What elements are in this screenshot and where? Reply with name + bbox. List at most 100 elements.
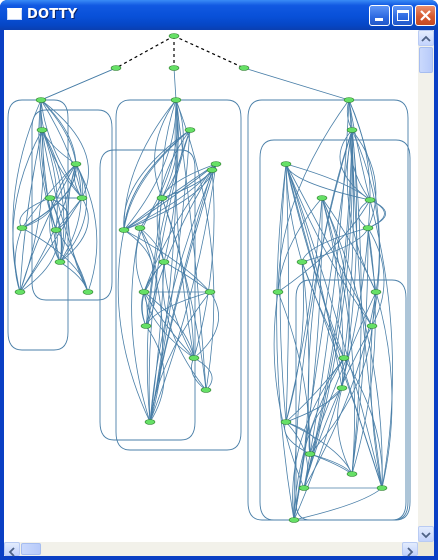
graph-edge	[75, 163, 98, 293]
graph-node	[134, 225, 146, 231]
graph-edge	[309, 325, 373, 455]
close-icon	[420, 10, 431, 21]
graph-edge	[193, 291, 219, 359]
graph-node	[204, 289, 216, 295]
graph-edge	[321, 197, 377, 293]
chevron-up-icon	[421, 35, 431, 42]
graph-edge	[131, 227, 151, 423]
graph-edge	[285, 163, 343, 389]
graph-edge	[135, 197, 163, 293]
graph-node	[76, 195, 88, 201]
graph-edge	[193, 357, 213, 391]
graph-edge	[12, 99, 42, 293]
graph-edge	[301, 227, 369, 263]
graph-node	[156, 195, 168, 201]
graph-node	[170, 97, 182, 103]
graph-edge	[293, 487, 383, 521]
window-icon	[7, 8, 22, 20]
graph-edge	[40, 99, 83, 199]
graph-edge	[351, 227, 376, 475]
graph-edge	[303, 129, 353, 489]
graph-edge	[143, 291, 195, 359]
graph-edge	[285, 163, 383, 489]
graph-edge	[351, 129, 377, 229]
graph-edge	[55, 197, 83, 231]
graph-node	[44, 195, 56, 201]
graph-node	[138, 289, 150, 295]
scroll-down-button[interactable]	[418, 526, 434, 542]
graph-edge	[369, 199, 393, 489]
graph-node	[376, 485, 388, 491]
horizontal-scroll-thumb[interactable]	[21, 543, 41, 555]
graph-drawing	[7, 33, 411, 523]
graph-canvas[interactable]	[4, 30, 418, 542]
chevron-right-icon	[407, 547, 414, 557]
title-bar[interactable]: DOTTY	[0, 0, 438, 30]
graph-edge	[99, 149, 196, 441]
maximize-button[interactable]	[392, 5, 413, 26]
graph-node	[366, 323, 378, 329]
graph-edge	[59, 163, 87, 263]
graph-edge	[59, 197, 89, 263]
graph-node	[184, 127, 196, 133]
graph-edge	[276, 163, 295, 521]
graph-edge	[21, 227, 89, 293]
graph-edge	[21, 163, 77, 229]
graph-edge	[139, 227, 165, 263]
graph-node	[168, 65, 180, 71]
horizontal-scrollbar[interactable]	[4, 542, 418, 557]
scroll-up-button[interactable]	[418, 30, 434, 46]
vertical-scrollbar[interactable]	[418, 30, 434, 542]
graph-edge	[123, 129, 191, 231]
graph-edge	[139, 99, 178, 229]
maximize-icon	[397, 10, 409, 21]
graph-edge	[348, 99, 371, 201]
close-button[interactable]	[415, 5, 436, 26]
graph-edge	[367, 199, 385, 229]
graph-edge	[40, 99, 83, 199]
graph-node	[336, 385, 348, 391]
graph-edge	[247, 99, 409, 521]
minimize-button[interactable]	[369, 5, 390, 26]
graph-edge	[375, 291, 393, 489]
graph-edge	[293, 129, 353, 521]
graph-edge	[303, 129, 353, 489]
graph-node	[304, 451, 316, 457]
graph-node	[16, 225, 28, 231]
graph-edge	[292, 357, 345, 521]
dashed-edge	[173, 35, 245, 69]
graph-edge	[143, 163, 217, 293]
graph-node	[35, 97, 47, 103]
scrollbar-corner	[418, 542, 434, 556]
graph-node	[280, 419, 292, 425]
graph-edge	[243, 67, 350, 101]
graph-edge	[162, 261, 207, 391]
graph-node	[200, 387, 212, 393]
graph-edge	[285, 163, 371, 201]
graph-edge	[341, 99, 358, 389]
graph-edge	[321, 197, 383, 489]
graph-edge	[161, 197, 207, 391]
graph-edge	[145, 325, 165, 423]
graph-edge	[339, 129, 371, 201]
graph-edge	[146, 129, 191, 423]
vertical-scroll-thumb[interactable]	[419, 47, 433, 73]
graph-edge	[149, 163, 217, 423]
graph-node	[288, 517, 300, 523]
graph-edge	[40, 99, 77, 165]
graph-edge	[19, 163, 77, 293]
graph-edge	[41, 129, 68, 263]
graph-edge	[285, 163, 383, 489]
graph-edge	[303, 99, 350, 489]
graph-node	[50, 227, 62, 233]
graph-edge	[175, 99, 207, 391]
graph-edge	[351, 227, 369, 475]
scroll-right-button[interactable]	[402, 542, 418, 557]
graph-edge	[295, 279, 407, 521]
graph-edge	[149, 261, 165, 423]
chevron-down-icon	[421, 532, 431, 539]
graph-edge	[343, 357, 383, 489]
scroll-left-button[interactable]	[4, 542, 20, 557]
graph-edge	[321, 197, 350, 389]
graph-edge	[149, 163, 217, 423]
